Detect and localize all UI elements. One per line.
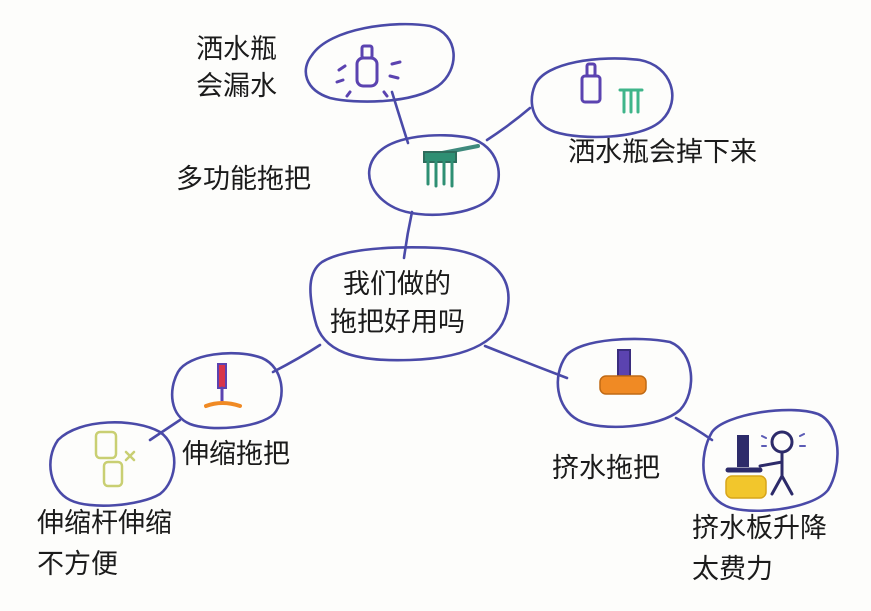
center-topic-line1: 我们做的 <box>343 269 451 300</box>
squeeze-mop-label: 挤水拖把 <box>552 453 660 484</box>
multifunction-mop-drawing <box>423 144 480 188</box>
connector-center-telescopic <box>271 343 322 374</box>
person-squeezing-drawing <box>725 430 806 499</box>
leaking-bottle-drawing <box>335 44 402 98</box>
telescopic-issue-line2: 不方便 <box>37 549 118 580</box>
squeeze-issue-line1: 挤水板升降 <box>692 513 827 544</box>
fall-issue-label: 洒水瓶会掉下来 <box>568 137 757 168</box>
telescopic-issue-line1: 伸缩杆伸缩 <box>37 508 172 539</box>
telescopic-mop-label: 伸缩拖把 <box>182 439 290 470</box>
multifunction-mop-label: 多功能拖把 <box>176 164 311 195</box>
multi-bubble <box>367 133 501 217</box>
leak-issue-line1: 洒水瓶 <box>196 34 277 65</box>
center-bubble <box>309 246 510 362</box>
connector-telescopic-issue <box>148 418 182 442</box>
broken-rod-drawing <box>94 430 136 488</box>
connector-multi-fall <box>485 106 532 142</box>
squeeze-mop-drawing <box>599 349 647 395</box>
connector-squeeze-issue <box>674 416 714 442</box>
telescopic-mop-drawing <box>204 363 242 408</box>
fall-bubble <box>530 57 674 139</box>
falling-bottle-drawing <box>580 62 644 114</box>
center-topic-line2: 拖把好用吗 <box>330 307 465 338</box>
squeeze-bubble <box>556 337 693 429</box>
squeeze-issue-bubble <box>702 408 839 512</box>
telescopic-bubble <box>170 351 283 430</box>
connector-center-squeeze <box>483 344 569 380</box>
leak-bubble <box>304 22 455 103</box>
telescopic-issue-bubble <box>49 421 176 507</box>
leak-issue-line2: 会漏水 <box>196 71 277 102</box>
squeeze-issue-line2: 太费力 <box>692 554 773 585</box>
connector-center-multi <box>402 210 414 260</box>
